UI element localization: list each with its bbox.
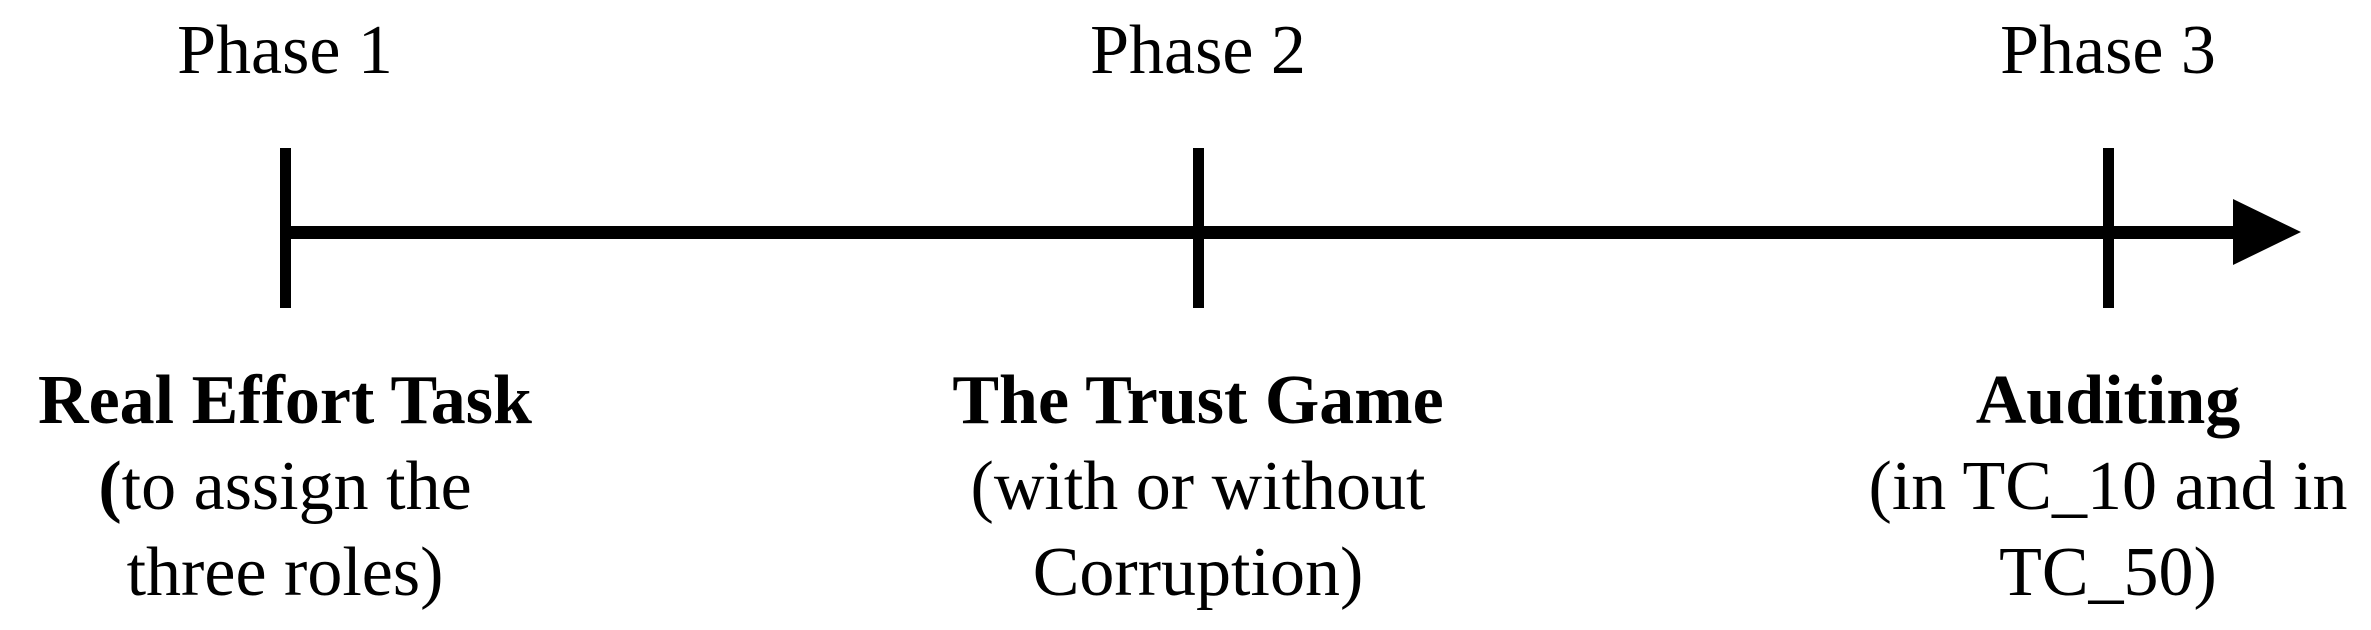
phase-3-label: Phase 3 <box>2000 12 2216 89</box>
phase-1-description: Real Effort Task (to assign the three ro… <box>0 358 635 616</box>
tick-phase-1 <box>280 148 291 308</box>
phase-2-label: Phase 2 <box>1090 12 1306 89</box>
phase-3-title: Auditing <box>1975 362 2241 439</box>
phase-3-subtitle-text-2: TC_50) <box>1999 534 2217 611</box>
phase-2-subtitle-line-1: (with or without <box>848 444 1548 530</box>
arrow-head-icon <box>2233 199 2301 265</box>
phase-1-subtitle-bold-paren: ( <box>98 448 122 525</box>
phase-2-subtitle-line-2: Corruption) <box>848 530 1548 616</box>
phase-1-title: Real Effort Task <box>38 362 532 439</box>
phase-2-column: Phase 2 The Trust Game (with or without … <box>848 0 1548 630</box>
phase-2-subtitle-text-1: (with or without <box>970 448 1426 525</box>
phase-3-description: Auditing (in TC_10 and in TC_50) <box>1758 358 2371 616</box>
tick-phase-2 <box>1193 148 1204 308</box>
phase-1-label: Phase 1 <box>177 12 393 89</box>
phase-1-column: Phase 1 Real Effort Task (to assign the … <box>0 0 635 630</box>
phase-1-subtitle-text-1: to assign the <box>121 448 472 525</box>
phase-2-subtitle-text-2: Corruption) <box>1032 534 1364 611</box>
phase-2-description: The Trust Game (with or without Corrupti… <box>848 358 1548 616</box>
phase-1-subtitle-text-2: three roles) <box>126 534 444 611</box>
phase-3-column: Phase 3 Auditing (in TC_10 and in TC_50) <box>1758 0 2371 630</box>
tick-phase-3 <box>2103 148 2114 308</box>
phase-2-title: The Trust Game <box>952 362 1444 439</box>
phase-1-subtitle-line-1: (to assign the <box>0 444 635 530</box>
phase-3-subtitle-line-1: (in TC_10 and in <box>1758 444 2371 530</box>
timeline-line <box>285 226 2243 239</box>
phase-1-subtitle-line-2: three roles) <box>0 530 635 616</box>
phase-3-subtitle-text-1: (in TC_10 and in <box>1868 448 2348 525</box>
phase-3-subtitle-line-2: TC_50) <box>1758 530 2371 616</box>
